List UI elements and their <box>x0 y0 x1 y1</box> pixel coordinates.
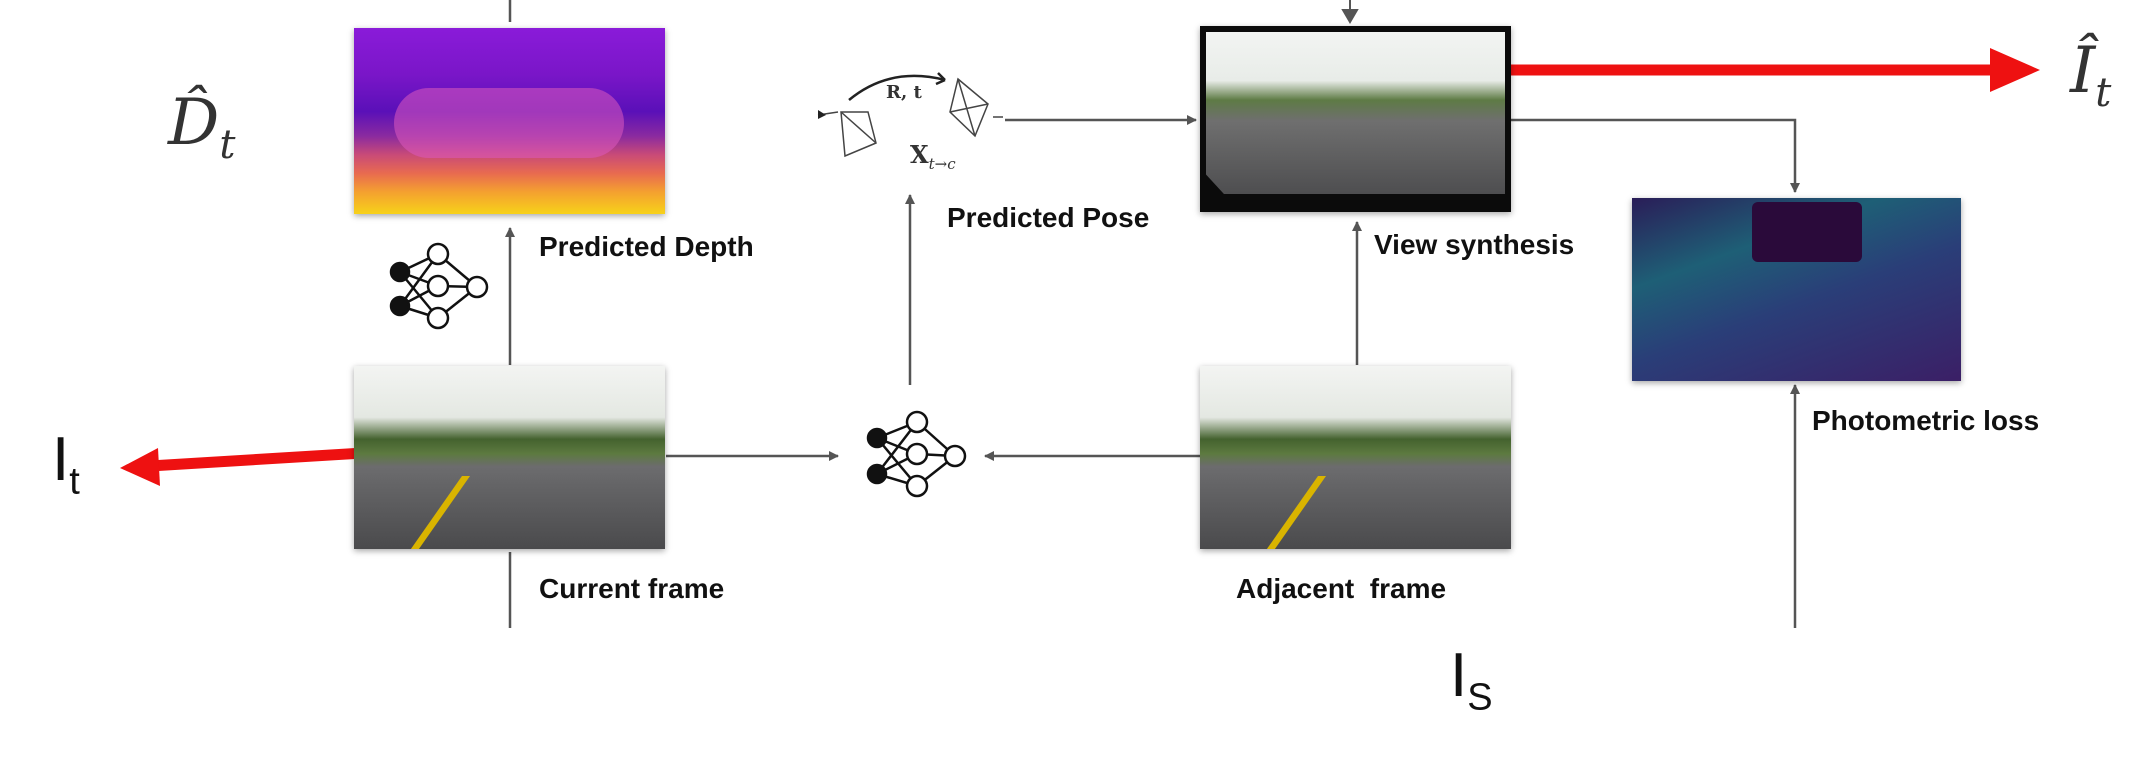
depth-hat-subscript: t <box>219 121 236 168</box>
pose-network-icon <box>866 410 967 498</box>
depth-network-icon <box>389 242 489 330</box>
image-hat-letter: Î <box>2070 34 2096 108</box>
it-subscript: t <box>69 460 80 503</box>
camera-pose-dot <box>818 110 826 119</box>
image-hat-subscript: t <box>2095 69 2112 116</box>
predicted-pose-label: Predicted Pose <box>947 202 1150 233</box>
transform-subscript: t→c <box>928 154 956 173</box>
depth-cloud-overlay <box>394 88 624 158</box>
photometric-loss-image <box>1632 198 1961 381</box>
is-annotation: IS <box>1450 640 1493 719</box>
current-frame-image <box>354 366 665 549</box>
adjacent-frame-image <box>1200 366 1511 549</box>
camera-pose-icon <box>817 72 1003 158</box>
it-annotation: It <box>52 424 80 503</box>
view-synthesis-image <box>1200 26 1511 212</box>
view-synthesis-label: View synthesis <box>1374 229 1575 260</box>
arrow-view-to-loss <box>1510 118 1800 193</box>
adjacent-frame-road-line <box>1261 476 1327 549</box>
depth-hat-symbol: D̂t <box>168 86 235 168</box>
photometric-loss-label: Photometric loss <box>1812 405 2040 436</box>
loss-dark-sky <box>1752 202 1862 262</box>
transform-letter: X <box>910 140 929 169</box>
predicted-depth-image <box>354 28 665 214</box>
view-synthesis-scene <box>1206 32 1505 194</box>
it-letter: I <box>52 425 70 494</box>
depth-hat-letter: D̂ <box>168 86 220 160</box>
transform-symbol: Xt→c <box>910 140 956 173</box>
adjacent-frame-label: Adjacent frame <box>1236 573 1447 604</box>
predicted-depth-label: Predicted Depth <box>539 231 754 262</box>
red-arrow-it-hat <box>1478 48 2040 92</box>
top-stub-view <box>1341 0 1359 24</box>
rt-symbol: R, t <box>886 82 922 103</box>
is-letter: I <box>1450 641 1468 710</box>
image-hat-symbol: Ît <box>2070 34 2111 116</box>
current-frame-label: Current frame <box>539 573 725 604</box>
current-frame-road-line <box>405 476 471 549</box>
is-subscript: S <box>1467 676 1493 719</box>
